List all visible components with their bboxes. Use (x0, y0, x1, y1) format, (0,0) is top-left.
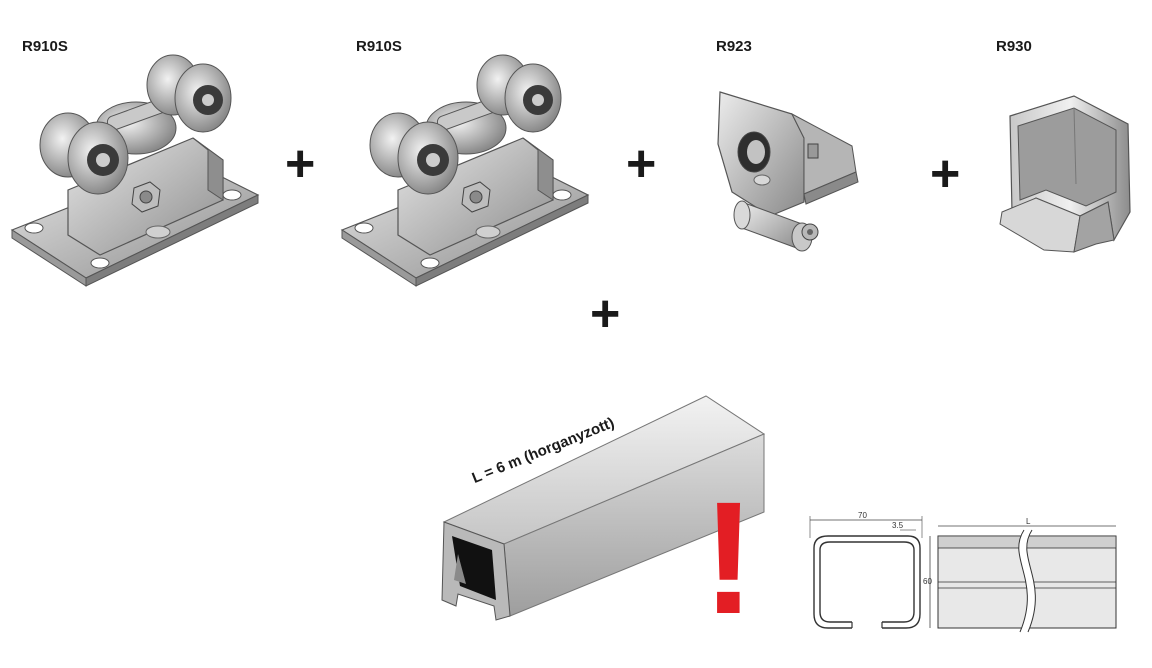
thickness-dimension-label: 3.5 (892, 521, 904, 530)
plus-sign-3: + (930, 145, 961, 203)
length-dimension-label: L (1026, 517, 1031, 526)
part-label-r910s-1: R910S (22, 38, 68, 55)
height-dimension-label: 60 (923, 577, 932, 586)
warning-mark: ! (702, 468, 756, 647)
roller-carriage-icon (340, 54, 590, 287)
plus-sign-2: + (626, 135, 657, 193)
part-label-r923: R923 (716, 38, 752, 55)
roller-carriage-icon (10, 54, 260, 287)
end-cap-icon (999, 95, 1131, 253)
rail-technical-drawing: 70 3.5 60 L (809, 511, 1117, 634)
rail-profile-icon (441, 395, 766, 621)
guide-roller-bracket-icon (717, 91, 859, 252)
width-dimension-label: 70 (858, 511, 867, 520)
part-label-r910s-2: R910S (356, 38, 402, 55)
plus-sign-1: + (285, 135, 316, 193)
part-label-r930: R930 (996, 38, 1032, 55)
plus-sign-4: + (590, 285, 621, 343)
